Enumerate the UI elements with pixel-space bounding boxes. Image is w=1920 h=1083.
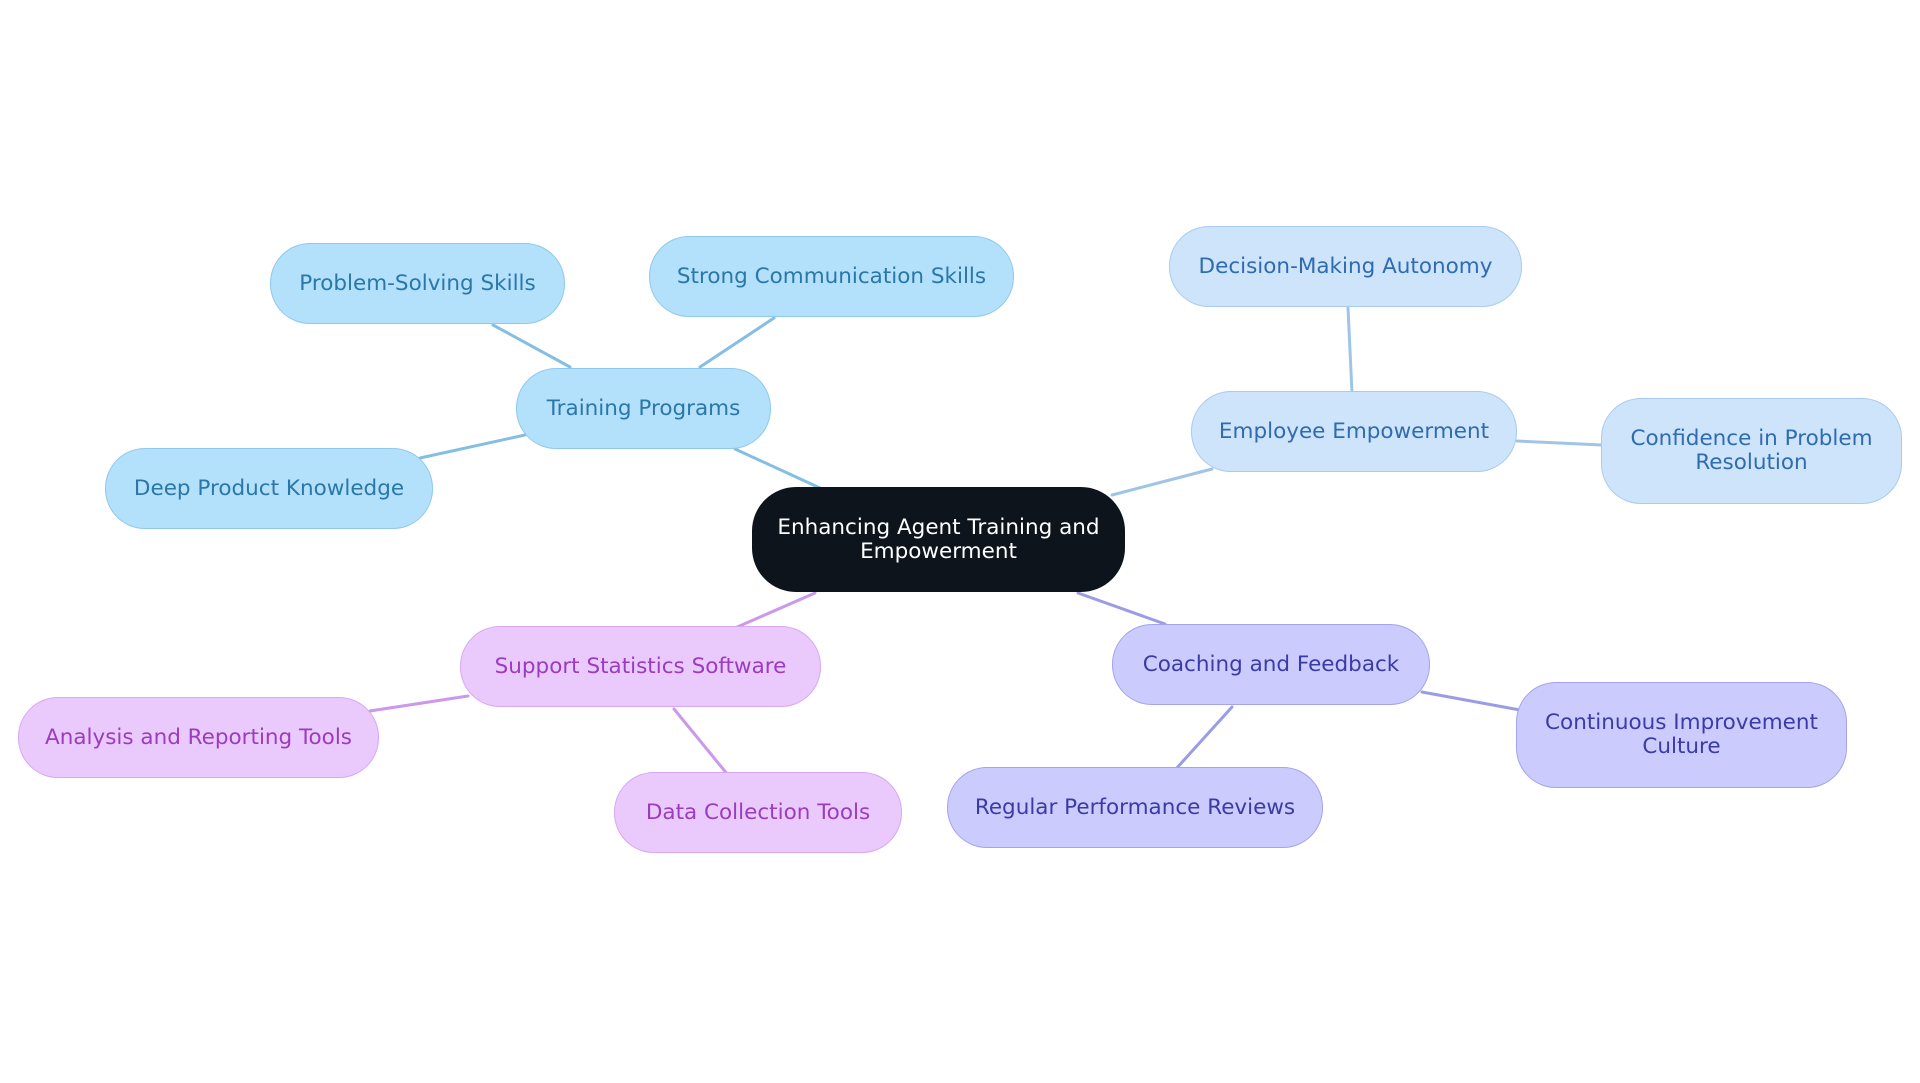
branch-node-employee-empowerment[interactable]: Employee Empowerment (1191, 391, 1517, 472)
edge-training-programs-problem-solving (491, 323, 572, 369)
leaf-node-confidence-in-problem-resolution[interactable]: Confidence in Problem Resolution (1601, 398, 1902, 504)
edge-employee-empowerment-decision (1346, 306, 1354, 395)
leaf-node-regular-performance-reviews[interactable]: Regular Performance Reviews (947, 767, 1323, 848)
branch-node-coaching-and-feedback[interactable]: Coaching and Feedback (1112, 624, 1430, 705)
leaf-node-analysis-and-reporting-tools[interactable]: Analysis and Reporting Tools (18, 697, 379, 778)
edge-root-coaching (1076, 591, 1167, 626)
central-topic-node[interactable]: Enhancing Agent Training and Empowerment (752, 487, 1125, 592)
edge-root-training-programs (733, 447, 822, 490)
edge-coaching-improvement (1420, 690, 1522, 712)
leaf-node-continuous-improvement-culture[interactable]: Continuous Improvement Culture (1516, 682, 1847, 788)
branch-node-support-statistics-software[interactable]: Support Statistics Software (460, 626, 821, 707)
edge-support-statistics-data-collection (672, 707, 730, 777)
edge-employee-empowerment-confidence (1515, 439, 1604, 447)
leaf-node-data-collection-tools[interactable]: Data Collection Tools (614, 772, 902, 853)
edge-training-programs-communication (698, 316, 776, 369)
edge-support-statistics-analysis (368, 694, 470, 713)
edge-root-employee-empowerment (1110, 467, 1214, 497)
edge-training-programs-product-knowledge (418, 433, 527, 460)
branch-node-training-programs[interactable]: Training Programs (516, 368, 771, 449)
edge-coaching-performance-reviews (1173, 705, 1234, 772)
leaf-node-decision-making-autonomy[interactable]: Decision-Making Autonomy (1169, 226, 1522, 307)
leaf-node-deep-product-knowledge[interactable]: Deep Product Knowledge (105, 448, 433, 529)
leaf-node-problem-solving-skills[interactable]: Problem-Solving Skills (270, 243, 565, 324)
edge-root-support-statistics (733, 591, 817, 630)
leaf-node-strong-communication-skills[interactable]: Strong Communication Skills (649, 236, 1014, 317)
